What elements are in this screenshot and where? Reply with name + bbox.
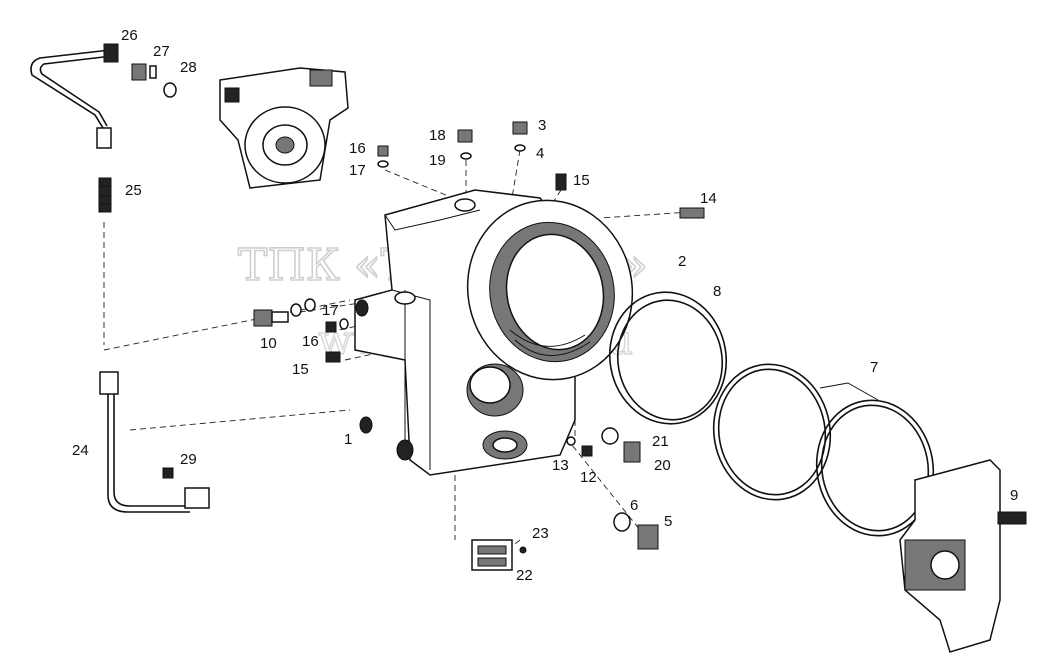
o-rings xyxy=(608,291,935,537)
pipe-assembly xyxy=(30,49,210,513)
name-plate xyxy=(471,539,527,571)
pump-unit xyxy=(219,67,349,189)
part-label-16-top: 16 xyxy=(349,140,366,157)
part-label-16-left: 16 xyxy=(302,333,319,350)
part-label-25: 25 xyxy=(125,182,142,199)
part-label-10: 10 xyxy=(260,335,277,352)
part-label-14: 14 xyxy=(700,190,717,207)
small-top-parts xyxy=(377,121,705,219)
left-fittings xyxy=(253,298,349,363)
part-label-13: 13 xyxy=(552,457,569,474)
part-label-1: 1 xyxy=(344,431,352,448)
part-label-8: 8 xyxy=(713,283,721,300)
part-label-12: 12 xyxy=(580,469,597,486)
part-label-9: 9 xyxy=(1010,487,1018,504)
rear-cover xyxy=(899,459,1027,653)
part-label-20: 20 xyxy=(654,457,671,474)
part-label-5: 5 xyxy=(664,513,672,530)
part-label-17-left: 17 xyxy=(322,302,339,319)
part-label-4: 4 xyxy=(536,145,544,162)
bottom-plugs xyxy=(566,427,659,550)
part-label-17-top: 17 xyxy=(349,162,366,179)
part-label-23: 23 xyxy=(532,525,549,542)
part-label-2: 2 xyxy=(678,253,686,270)
part-label-26: 26 xyxy=(121,27,138,44)
part-label-24: 24 xyxy=(72,442,89,459)
part-label-7: 7 xyxy=(870,359,878,376)
part-label-15-left: 15 xyxy=(292,361,309,378)
fittings-top-left xyxy=(103,43,177,98)
part-label-3: 3 xyxy=(538,117,546,134)
part-label-19: 19 xyxy=(429,152,446,169)
part-label-27: 27 xyxy=(153,43,170,60)
part-label-21: 21 xyxy=(652,433,669,450)
part-label-28: 28 xyxy=(180,59,197,76)
part-labels: 1 2 3 4 5 6 7 8 9 10 12 13 14 15 15 16 1… xyxy=(72,27,1018,584)
part-label-18: 18 xyxy=(429,127,446,144)
part-label-29: 29 xyxy=(180,451,197,468)
part-label-6: 6 xyxy=(630,497,638,514)
part-label-15-top: 15 xyxy=(573,172,590,189)
ring-gear-flange xyxy=(466,199,634,381)
part-label-22: 22 xyxy=(516,567,533,584)
